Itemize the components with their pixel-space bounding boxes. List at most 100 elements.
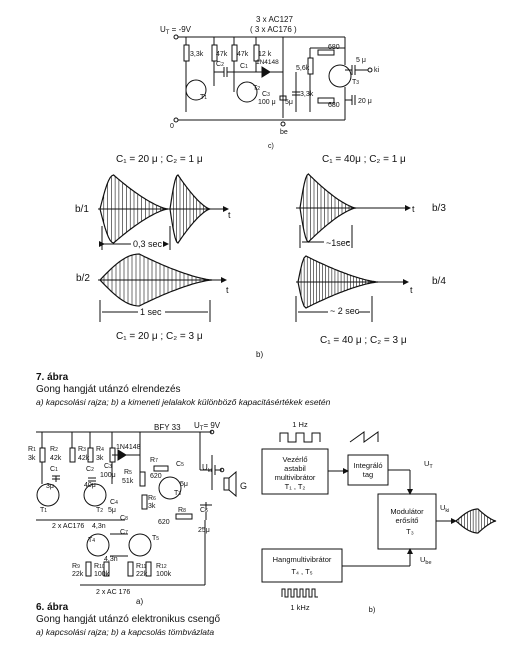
caption6-number: 6. ábra [36, 602, 69, 613]
svg-text:C7: C7 [120, 529, 128, 536]
svg-text:42k: 42k [78, 455, 90, 462]
svg-text:C8: C8 [120, 515, 128, 522]
svg-text:T1: T1 [200, 94, 207, 101]
param-b2: C₁ = 20 μ ; C₂ = 3 μ [116, 331, 203, 342]
label-b4: b/4 [432, 276, 446, 287]
svg-text:T5: T5 [152, 535, 159, 542]
svg-text:t: t [410, 285, 413, 295]
svg-text:tag: tag [363, 470, 373, 479]
top-input-label: be [280, 129, 288, 136]
top-circuit-schematic [173, 34, 373, 127]
svg-text:1N4148: 1N4148 [116, 444, 141, 451]
block-output-envelope [455, 508, 497, 534]
duration-b1: 0,3 sec [133, 239, 163, 249]
waveform-sublabel: b) [256, 350, 263, 359]
caption6-detail: a) kapcsolási rajza; b) a kapcsolás tömb… [36, 627, 215, 637]
svg-text:T2: T2 [253, 85, 260, 92]
svg-text:Modulátor: Modulátor [390, 507, 424, 516]
svg-text:0: 0 [170, 123, 174, 130]
svg-text:T4: T4 [88, 537, 95, 544]
svg-text:UT = -9V: UT = -9V [160, 25, 192, 36]
svg-text:3,3k: 3,3k [300, 91, 314, 98]
svg-text:22k: 22k [136, 571, 148, 578]
svg-text:Hangmultivibrátor: Hangmultivibrátor [273, 555, 332, 564]
envelope-b1-a [99, 174, 169, 244]
svg-text:R9: R9 [72, 563, 80, 570]
svg-text:1N4148: 1N4148 [256, 59, 279, 66]
svg-text:51k: 51k [122, 478, 134, 485]
svg-text:R5: R5 [124, 469, 132, 476]
svg-text:2 x AC176: 2 x AC176 [52, 523, 84, 530]
svg-text:5μ: 5μ [180, 481, 188, 488]
svg-text:3k: 3k [96, 455, 104, 462]
svg-text:C2: C2 [216, 61, 224, 68]
svg-text:T1: T1 [40, 507, 47, 514]
svg-text:R1: R1 [28, 446, 36, 453]
block-sublabel: b) [369, 605, 376, 614]
svg-text:C1: C1 [50, 466, 58, 473]
svg-text:R12: R12 [156, 563, 167, 570]
freq-1khz: 1 kHz [290, 603, 309, 612]
svg-text:C3: C3 [104, 463, 112, 470]
top-transistor-type-alt: ( 3 x AC176 ) [250, 25, 297, 34]
svg-text:100 μ: 100 μ [258, 99, 276, 106]
svg-text:erősítő: erősítő [396, 516, 419, 525]
svg-text:R4: R4 [96, 446, 104, 453]
svg-text:3k: 3k [28, 455, 36, 462]
envelope-b3 [299, 173, 357, 243]
svg-text:R6: R6 [148, 495, 156, 502]
svg-text:47k: 47k [237, 51, 249, 58]
svg-text:47k: 47k [216, 51, 228, 58]
caption7-number: 7. ábra [36, 372, 69, 383]
block-tone-multivibrator [261, 548, 343, 583]
waveform-axes [98, 205, 411, 322]
svg-text:astabil: astabil [284, 464, 306, 473]
svg-text:R11: R11 [136, 563, 146, 570]
svg-text:680: 680 [328, 44, 340, 51]
block-diagram [261, 431, 457, 598]
svg-text:C5: C5 [176, 461, 184, 468]
svg-text:Vezérlő: Vezérlő [282, 455, 307, 464]
svg-text:R8: R8 [178, 507, 186, 514]
caption6-title: Gong hangját utánzó elektronikus csengő [36, 614, 221, 625]
param-b4: C₁ = 40 μ ; C₂ = 3 μ [320, 335, 407, 346]
svg-text:R3: R3 [78, 446, 86, 453]
svg-text:C1: C1 [240, 63, 248, 70]
label-b2: b/2 [76, 273, 90, 284]
svg-text:T3: T3 [352, 79, 359, 86]
svg-text:22k: 22k [72, 571, 84, 578]
svg-text:t: t [226, 285, 229, 295]
svg-text:t: t [412, 204, 415, 214]
label-b1: b/1 [75, 204, 89, 215]
svg-text:3k: 3k [148, 503, 156, 510]
svg-text:Uki: Uki [202, 463, 212, 474]
svg-text:3μ: 3μ [46, 483, 54, 490]
label-b3: b/3 [432, 203, 446, 214]
top-circuit-labels: UT = -9V 3 x AC127 ( 3 x AC176 ) 3,3k 47… [160, 15, 380, 150]
svg-text:620: 620 [158, 519, 170, 526]
svg-text:C3: C3 [262, 91, 270, 98]
svg-text:4,3n: 4,3n [104, 556, 118, 563]
svg-text:100k: 100k [156, 571, 172, 578]
svg-text:T₁ , T₂: T₁ , T₂ [285, 482, 306, 491]
svg-text:680: 680 [328, 102, 340, 109]
svg-text:C2: C2 [86, 466, 94, 473]
block-envelope [455, 508, 497, 534]
svg-text:5 μ: 5 μ [356, 57, 366, 64]
svg-text:40μ: 40μ [84, 482, 96, 489]
svg-text:5μ: 5μ [285, 99, 293, 106]
svg-text:R2: R2 [50, 446, 58, 453]
svg-text:100k: 100k [94, 571, 110, 578]
top-circuit-sublabel: c) [268, 143, 274, 150]
svg-text:UT: UT [424, 459, 433, 470]
top-output-label: ki [374, 67, 380, 74]
caption7-detail: a) kapcsolási rajza; b) a kimeneti jelal… [36, 397, 331, 407]
svg-text:25μ: 25μ [198, 527, 210, 534]
freq-1hz: 1 Hz [292, 420, 308, 429]
svg-text:T₃: T₃ [406, 527, 414, 536]
bottom-circuit-labels: BFY 33 UT= 9V R1 3k R2 42k R3 42k R4 3k … [28, 421, 247, 606]
svg-text:t: t [228, 210, 231, 220]
bottom-circuit-sublabel: a) [136, 597, 143, 606]
svg-text:C4: C4 [110, 499, 118, 506]
